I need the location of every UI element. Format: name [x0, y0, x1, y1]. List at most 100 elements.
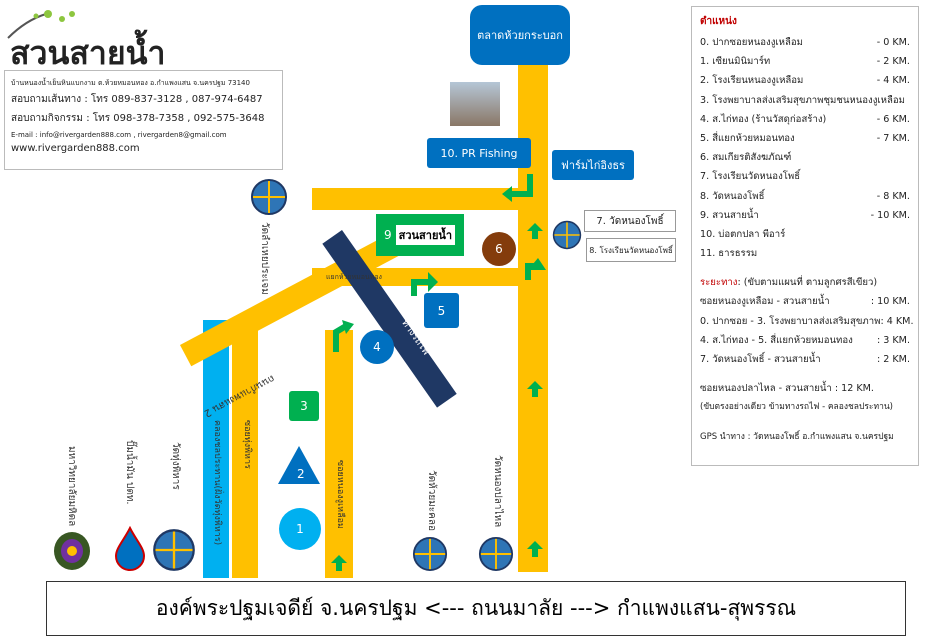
school-nong-pho-sign: 8. โรงเรียนวัดหนองโพธิ์: [586, 238, 676, 262]
activity-phone-text: สอบถามกิจกรรม : โทร 098-378-7358 , 092-5…: [11, 113, 265, 124]
distance-row: 4. ส.ไก่ทอง - 5. สี่แยกห้วยหมอนทอง : 3 KM…: [700, 331, 910, 350]
position-row: 0. ปากซอยหนองงูเหลือม - 0 KM.: [700, 33, 910, 52]
position-distance: - 6 KM.: [876, 113, 910, 125]
junction-road-label: แยกห้วยหมอนทอง: [326, 273, 382, 281]
position-distance: - 4 KM.: [876, 75, 910, 87]
bottom-caption: องค์พระปฐมเจดีย์ จ.นครปฐม <--- ถนนมาลัย …: [155, 596, 797, 620]
turn-arrow-icon: [333, 320, 354, 352]
gps-text: GPS นำทาง : วัดหนองโพธิ์ อ.กำแพงแสน จ.นค…: [700, 431, 894, 442]
soi-tung-pihan-road: [232, 320, 258, 578]
position-row: 9. สวนสายน้ำ - 10 KM.: [700, 206, 910, 225]
distance-distance: : 10 KM.: [870, 296, 910, 308]
position-row: 5. สี่แยกห้วยหมอนทอง - 7 KM.: [700, 129, 910, 148]
farm-button[interactable]: ฟาร์มไก่อิงธร: [552, 150, 634, 180]
distance-name: 7. วัดหนองโพธิ์ - สวนสายน้ำ: [700, 354, 821, 365]
position-name: 7. โรงเรียนวัดหนองโพธิ์: [700, 171, 801, 183]
soi-nong-ngu-label: ซอยหนองงูเหลือม: [335, 460, 345, 529]
distance-note: : (ขับตามแผนที่ ตามลูกศรสีเขียว): [737, 277, 878, 289]
position-row: 11. ธารธรรม: [700, 244, 910, 263]
ptt-drop-icon: [114, 526, 146, 571]
position-name: 10. บ่อตกปลา พีอาร์: [700, 228, 786, 240]
position-row: 1. เซียนมินิมาร์ท - 2 KM.: [700, 52, 910, 71]
positions-list: 0. ปากซอยหนองงูเหลือม - 0 KM. 1. เซียนมินิ…: [700, 33, 910, 263]
arrow-icon: [527, 223, 543, 239]
farm-label: ฟาร์มไก่อิงธร: [561, 159, 625, 172]
bottom-caption-box: องค์พระปฐมเจดีย์ จ.นครปฐม <--- ถนนมาลัย …: [46, 581, 906, 636]
position-name: 2. โรงเรียนหนองงูเหลือม: [700, 75, 804, 87]
wat-huai-label: วัดห้วยมะคลอ: [426, 470, 437, 531]
arrow-icon: [527, 381, 543, 397]
distance-list: ซอยหนองงูเหลือม - สวนสายน้ำ : 10 KM. 0. ปา…: [700, 292, 914, 369]
position-name: 5. สี่แยกห้วยหมอนทอง: [700, 132, 795, 144]
position-row: 6. สมเกียรติสังฆภัณฑ์: [700, 148, 910, 167]
position-distance: - 8 KM.: [876, 190, 910, 202]
position-name: 11. ธารธรรม: [700, 248, 758, 260]
garden-marker[interactable]: 9 สวนสายน้ำ: [376, 214, 464, 256]
pr-fishing-button[interactable]: 10. PR Fishing: [427, 138, 531, 168]
distance-row: 7. วัดหนองโพธิ์ - สวนสายน้ำ : 2 KM.: [700, 350, 910, 369]
canal-label: คลองชลประทาน(ฝั่งวัดทุ่งพิหาร): [212, 420, 222, 546]
garden-number: 9: [384, 228, 392, 242]
position-distance: - 2 KM.: [876, 56, 910, 68]
position-distance: - 10 KM.: [870, 209, 910, 221]
distance-distance: : 2 KM.: [876, 354, 910, 365]
marker-6[interactable]: 6: [482, 232, 516, 266]
university-label: มหาวิทยาลัยมหิดล: [66, 446, 77, 527]
marker-2[interactable]: [276, 444, 322, 486]
arrow-icon: [527, 541, 543, 557]
position-row: 10. บ่อตกปลา พีอาร์: [700, 225, 910, 244]
position-row: 7. โรงเรียนวัดหนองโพธิ์: [700, 167, 910, 186]
position-row: 2. โรงเรียนหนองงูเหลือม - 4 KM.: [700, 71, 910, 90]
marker-4[interactable]: 4: [360, 330, 394, 364]
market-label: ตลาดห้วยกระบอก: [477, 29, 563, 42]
logo-text: สวนสายน้ำ: [10, 34, 166, 72]
turn-arrow-icon: [502, 174, 533, 202]
position-name: 0. ปากซอยหนองงูเหลือม: [700, 37, 803, 48]
university-seal-icon: [54, 532, 90, 570]
position-distance: - 0 KM.: [876, 37, 910, 48]
wat-lam-phraya-label: วัดลำเหยประเจม: [259, 222, 270, 295]
marker-1[interactable]: 1: [279, 508, 321, 550]
distance-header: ระยะทาง : (ขับตามแผนที่ ตามลูกศรสีเขียว): [700, 273, 910, 292]
website-text: www.rivergarden888.com: [11, 143, 140, 154]
market-button[interactable]: ตลาดห้วยกระบอก: [470, 5, 570, 65]
position-row: 4. ส.ไก่ทอง (ร้านวัสดุก่อสร้าง) - 6 KM.: [700, 110, 910, 129]
distance-name: ซอยหนองงูเหลือม - สวนสายน้ำ: [700, 296, 830, 308]
position-name: 8. วัดหนองโพธิ์: [700, 190, 765, 202]
position-name: 9. สวนสายน้ำ: [700, 209, 759, 221]
tree-icon: [7, 10, 75, 39]
distance-title: ระยะทาง: [700, 277, 738, 289]
distance-name: 0. ปากซอย - 3. โรงพยาบาลส่งเสริมสุขภาพ: [700, 315, 881, 327]
marker-5[interactable]: 5: [424, 293, 459, 328]
turn-arrow-icon: [525, 258, 546, 280]
legend-panel: ตำแหน่ง 0. ปากซอยหนองงูเหลือม- 0 KM.1. เ…: [691, 6, 919, 466]
top-horizontal-road: [312, 188, 520, 210]
soi-tung-pihan-label: ซอยทุ่งพิหาร: [242, 420, 252, 469]
wat-nong-pho-sign: 7. วัดหนองโพธิ์: [584, 210, 676, 232]
temple-icon: [552, 220, 582, 250]
temple-icon: [412, 536, 448, 572]
alt-route: ซอยหนองปลาไหล - สวนสายน้ำ : 12 KM.: [700, 383, 874, 395]
temple-icon: [478, 536, 514, 572]
canal: [203, 320, 229, 578]
turn-arrow-icon: [411, 272, 438, 296]
garden-name: สวนสายน้ำ: [395, 225, 456, 245]
route-phone-text: สอบถามเส้นทาง : โทร 089-837-3128 , 087-9…: [11, 94, 263, 105]
soi-nong-ngu-road: [325, 330, 353, 578]
ptt-label: ปั๊มน้ำมัน ปตท.: [124, 440, 135, 505]
position-name: 4. ส.ไก่ทอง (ร้านวัสดุก่อสร้าง): [700, 113, 827, 125]
market-photo: [450, 82, 500, 126]
distance-distance: : 3 KM.: [876, 334, 910, 346]
distance-name: 4. ส.ไก่ทอง - 5. สี่แยกห้วยหมอนทอง: [700, 334, 853, 346]
wat-nong-pla-lai-label: วัดหนองปลาไหล: [492, 455, 503, 528]
position-name: 6. สมเกียรติสังฆภัณฑ์: [700, 152, 792, 164]
distance-row: 0. ปากซอย - 3. โรงพยาบาลส่งเสริมสุขภาพ: …: [700, 312, 914, 331]
address-text: บ้านหนองน้ำเย็นหินแบกงาม ต.ห้วยหมอนทอง อ…: [11, 79, 250, 87]
position-name: 1. เซียนมินิมาร์ท: [700, 56, 771, 68]
marker-3[interactable]: 3: [289, 391, 319, 421]
logo: สวนสายน้ำ: [6, 10, 196, 72]
position-name: 3. โรงพยาบาลส่งเสริมสุขภาพชุมชนหนองงูเหล…: [700, 94, 905, 106]
email-text: E-mail : info@rivergarden888.com , river…: [11, 131, 227, 139]
position-distance: - 7 KM.: [876, 132, 910, 144]
position-row: 8. วัดหนองโพธิ์ - 8 KM.: [700, 187, 910, 206]
